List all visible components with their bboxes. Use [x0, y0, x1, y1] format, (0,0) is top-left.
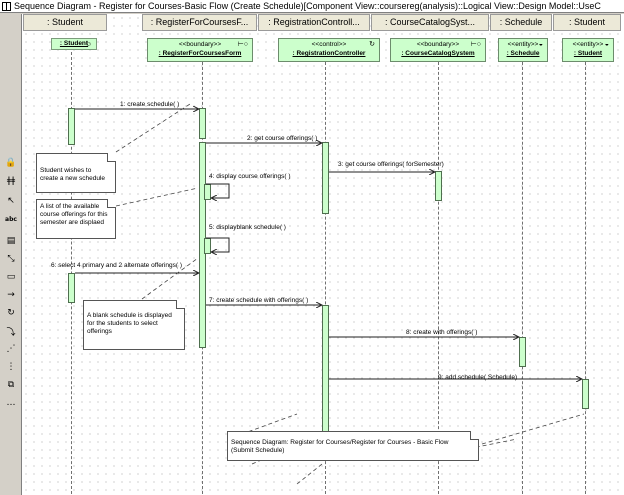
text-tool-icon[interactable]: abc — [5, 215, 17, 223]
message-label-5[interactable]: 5: displayblank schedule( ) — [209, 224, 286, 231]
message-tool-icon[interactable]: → — [7, 290, 15, 300]
lifeline-schedule — [522, 42, 523, 494]
header-schedule[interactable]: : Schedule — [490, 14, 552, 31]
activation-controller-1[interactable] — [322, 142, 329, 214]
object-name: : CourseCatalogSystem — [401, 50, 475, 57]
message-label-9[interactable]: 9: add schedule( Schedule) — [438, 374, 518, 381]
window-title-bar: Sequence Diagram - Register for Courses-… — [0, 0, 624, 13]
entity-icon: ◒ — [604, 41, 609, 48]
object-name: : Student — [573, 50, 603, 57]
object-student-entity[interactable]: <<entity>> : Student ◒ — [562, 38, 614, 62]
object-stereotype: <<entity>> — [507, 41, 539, 48]
selector-arrow-icon[interactable]: ↖ — [7, 196, 15, 206]
object-registration-controller[interactable]: <<control>> : RegistrationController ↻ — [278, 38, 380, 62]
note-student-wishes[interactable]: Student wishes to create a new schedule — [36, 153, 116, 193]
object-stereotype: <<boundary>> — [416, 41, 460, 48]
header-student-entity[interactable]: : Student — [553, 14, 621, 31]
message-label-1[interactable]: 1: create schedule( ) — [120, 101, 180, 108]
object-stereotype: <<boundary>> — [178, 41, 222, 48]
object-name: : Student — [59, 40, 89, 47]
diagram-frame-note[interactable]: Sequence Diagram: Register for Courses/R… — [227, 431, 479, 461]
note-anchor-2 — [115, 187, 199, 207]
activation-student-1[interactable] — [68, 108, 75, 145]
note-course-offerings-list[interactable]: A list of the available course offerings… — [36, 199, 116, 239]
diagram-toolbox: 🔒 ǂǂ ↖ abc ▤ ⤡ ▭ → ↻ ⤵ ⋰ ⋮ ⧉ … — [0, 14, 22, 495]
activation-controller-2[interactable] — [322, 305, 329, 433]
window-title: Sequence Diagram - Register for Courses-… — [14, 1, 601, 11]
object-name: : RegisterForCoursesForm — [158, 50, 242, 57]
frame-anchor-7 — [296, 463, 323, 485]
lifeline-student — [71, 42, 72, 494]
frame-tool-icon[interactable]: ⧉ — [7, 380, 15, 390]
activation-catalog[interactable] — [435, 171, 442, 201]
object-register-form[interactable]: <<boundary>> : RegisterForCoursesForm ⊢○ — [147, 38, 253, 62]
message-label-3[interactable]: 3: get course offerings( forSemester) — [338, 161, 444, 168]
header-register-form[interactable]: : RegisterForCoursesF... — [142, 14, 257, 31]
activation-form-self-5[interactable] — [204, 238, 211, 254]
diagram-window-icon — [2, 2, 11, 11]
lifeline-registration-controller — [325, 42, 326, 494]
actor-icon: ☺ — [84, 41, 92, 48]
anchor-tool-icon[interactable]: ⤡ — [7, 254, 15, 264]
object-name: : Schedule — [506, 50, 540, 57]
frame-anchor-6 — [481, 413, 585, 445]
activation-form-1[interactable] — [199, 108, 206, 139]
boundary-icon: ⊢○ — [470, 41, 481, 48]
lock-icon[interactable]: 🔒 — [5, 158, 17, 168]
activation-student-2[interactable] — [68, 273, 75, 303]
object-stereotype: <<entity>> — [572, 41, 604, 48]
interaction-tool-icon[interactable]: ⋮ — [6, 362, 16, 372]
object-schedule[interactable]: <<entity>> : Schedule ◒ — [498, 38, 548, 62]
object-stereotype: <<control>> — [311, 41, 347, 48]
return-message-tool-icon[interactable]: ⤵ — [6, 327, 16, 338]
activation-schedule[interactable] — [519, 337, 526, 367]
control-icon: ↻ — [369, 41, 375, 48]
lifeline-student-entity — [585, 42, 586, 494]
more-tools-icon[interactable]: … — [6, 398, 16, 408]
note-anchor-1 — [115, 103, 191, 153]
message-label-4[interactable]: 4: display course offerings( ) — [209, 173, 291, 180]
message-label-6[interactable]: 6: select 4 primary and 2 alternate offe… — [51, 262, 183, 269]
palette-icon[interactable]: ǂǂ — [6, 176, 16, 186]
header-registration-controller[interactable]: : RegistrationControll... — [258, 14, 370, 31]
object-name: : RegistrationController — [292, 50, 366, 57]
entity-icon: ◒ — [538, 41, 543, 48]
header-course-catalog[interactable]: : CourseCatalogSyst... — [371, 14, 489, 31]
activation-form-self-4[interactable] — [204, 184, 211, 200]
note-blank-schedule[interactable]: A blank schedule is displayed for the st… — [83, 300, 185, 350]
message-to-self-tool-icon[interactable]: ↻ — [7, 308, 15, 318]
diagram-canvas[interactable]: : Student : RegisterForCoursesF... : Reg… — [22, 14, 624, 495]
activation-student-entity[interactable] — [582, 379, 589, 409]
header-student[interactable]: : Student — [23, 14, 107, 31]
object-tool-icon[interactable]: ▭ — [6, 272, 16, 282]
message-label-7[interactable]: 7: create schedule with offerings( ) — [209, 297, 309, 304]
message-label-8[interactable]: 8: create with offerings( ) — [406, 329, 478, 336]
destruction-marker-tool-icon[interactable]: ⋰ — [6, 344, 16, 354]
object-student-actor[interactable]: : Student ☺ — [51, 38, 97, 50]
object-course-catalog[interactable]: <<boundary>> : CourseCatalogSystem ⊢○ — [390, 38, 486, 62]
message-label-2[interactable]: 2: get course offerings( ) — [247, 135, 318, 142]
boundary-icon: ⊢○ — [237, 41, 248, 48]
note-tool-icon[interactable]: ▤ — [6, 236, 16, 246]
lifeline-course-catalog — [438, 42, 439, 494]
